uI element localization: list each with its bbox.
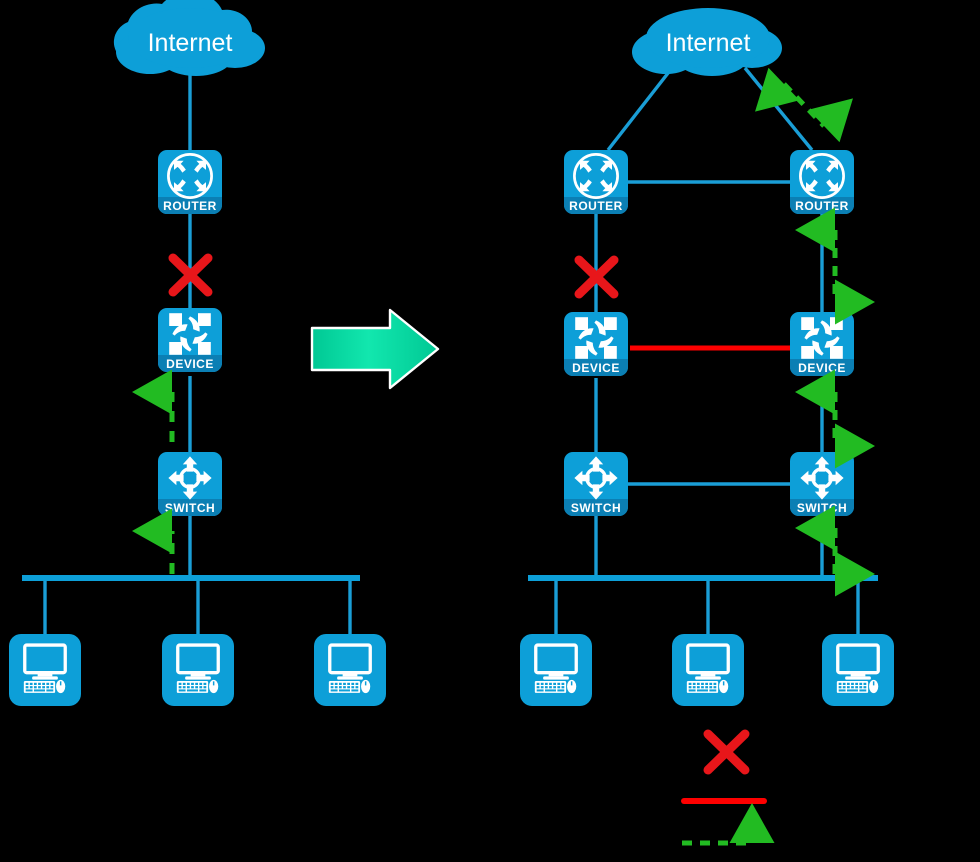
- node-left-pc-2[interactable]: [162, 634, 234, 706]
- node-left-switch[interactable]: SWITCH: [158, 452, 222, 516]
- node-left-pc-3[interactable]: [314, 634, 386, 706]
- node-right-device-a-label: DEVICE: [572, 361, 620, 375]
- node-label-bar: [564, 499, 628, 516]
- node-left-switch-label: SWITCH: [165, 501, 215, 515]
- right-link-failure-x-icon: [574, 255, 619, 299]
- node-right-switch-a-label: SWITCH: [571, 501, 621, 515]
- left-panel-before: Internet ROUTER DEVICE: [9, 0, 386, 706]
- right-traffic-flows: [755, 67, 875, 597]
- node-right-router-a[interactable]: ROUTER: [564, 150, 628, 214]
- device-icon: [575, 317, 617, 359]
- node-left-device-label: DEVICE: [166, 357, 214, 371]
- node-right-pc-3[interactable]: [822, 634, 894, 706]
- left-links: [43, 70, 352, 634]
- node-right-switch-b[interactable]: SWITCH: [790, 452, 854, 516]
- device-icon: [169, 313, 211, 355]
- node-left-device[interactable]: DEVICE: [158, 308, 222, 372]
- node-right-device-b-label: DEVICE: [798, 361, 846, 375]
- node-label-bar: [158, 355, 222, 372]
- node-label-bar: [564, 197, 628, 214]
- left-link-failure-x-icon: [168, 253, 213, 297]
- node-right-device-b[interactable]: DEVICE: [790, 312, 854, 376]
- node-right-router-a-label: ROUTER: [569, 199, 623, 213]
- node-left-pc-1[interactable]: [9, 634, 81, 706]
- link-cloud-to-router-a: [606, 66, 674, 152]
- device-icon: [801, 317, 843, 359]
- legend-failure-x-icon: [703, 729, 750, 775]
- node-left-router[interactable]: ROUTER: [158, 150, 222, 214]
- node-label-bar: [158, 197, 222, 214]
- node-label-bar: [564, 359, 628, 376]
- node-right-switch-b-label: SWITCH: [797, 501, 847, 515]
- right-cloud-label: Internet: [666, 29, 751, 57]
- transition-arrow-icon: [310, 308, 440, 390]
- link-cloud-to-router-b: [743, 66, 814, 152]
- right-panel-after: Internet ROUTER ROUTER DEVICE: [520, 8, 894, 706]
- left-internet-cloud[interactable]: Internet: [113, 0, 265, 76]
- node-right-device-a[interactable]: DEVICE: [564, 312, 628, 376]
- left-cloud-label: Internet: [148, 29, 233, 57]
- node-left-router-label: ROUTER: [163, 199, 217, 213]
- right-internet-cloud[interactable]: Internet: [632, 8, 782, 76]
- node-right-router-b-label: ROUTER: [795, 199, 849, 213]
- cloud-lobe-d: [646, 8, 770, 68]
- legend: [681, 729, 775, 846]
- node-right-pc-1[interactable]: [520, 634, 592, 706]
- node-right-pc-2[interactable]: [672, 634, 744, 706]
- cloud-lobe-d: [128, 8, 252, 68]
- flow-cloud-to-router-b-arrow: [755, 67, 853, 143]
- node-label-bar: [158, 499, 222, 516]
- node-right-switch-a[interactable]: SWITCH: [564, 452, 628, 516]
- node-right-router-b[interactable]: ROUTER: [790, 150, 854, 214]
